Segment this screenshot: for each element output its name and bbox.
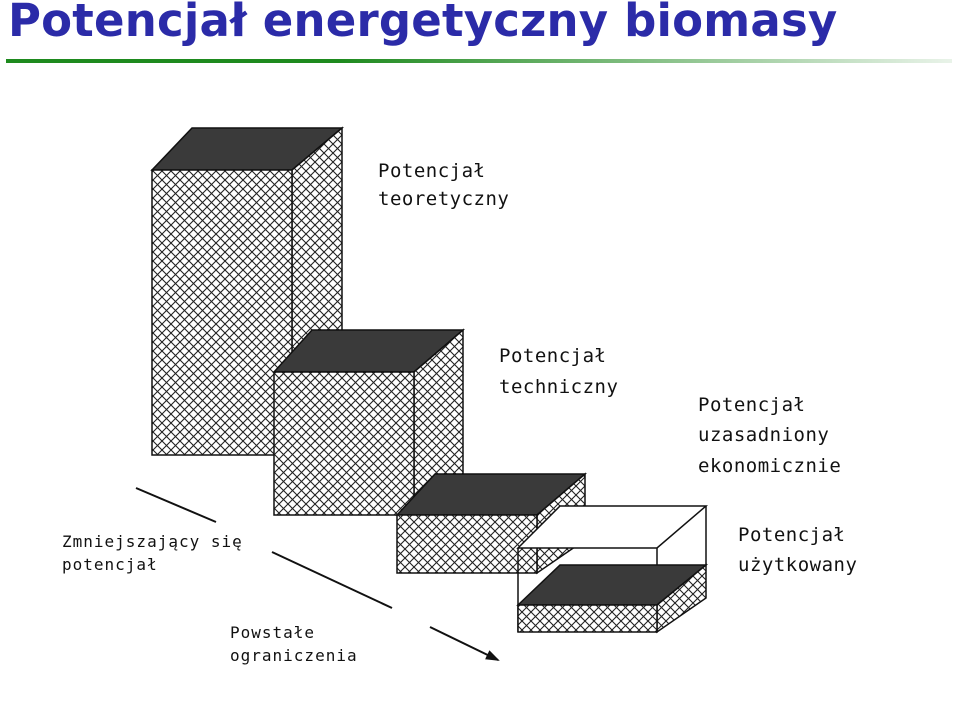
block-technical (272, 328, 466, 517)
label-economic-line3: ekonomicznie (698, 455, 841, 477)
axis-label-constraints-line2: ograniczenia (230, 646, 358, 665)
axis-label-constraints-line1: Powstałe (230, 623, 315, 642)
label-economic-line1: Potencjał (698, 394, 805, 416)
title-underline (6, 59, 952, 63)
label-used-line1: Potencjał (738, 524, 845, 546)
axis-label-decreasing-line1: Zmniejszający się (62, 532, 243, 551)
label-theoretical-line2: teoretyczny (378, 188, 509, 210)
label-technical-line1: Potencjał (499, 345, 606, 367)
label-theoretical-line1: Potencjał (378, 160, 485, 182)
slide-title: Potencjał energetyczny biomasy (8, 0, 838, 47)
label-used-line2: użytkowany (738, 554, 857, 576)
label-economic-line2: uzasadniony (698, 424, 829, 446)
axis-label-decreasing-line2: potencjał (62, 555, 158, 574)
label-technical-line2: techniczny (499, 376, 618, 398)
block-used (516, 505, 709, 634)
decrease-arrow (135, 487, 500, 661)
block-theoretical (150, 126, 345, 457)
